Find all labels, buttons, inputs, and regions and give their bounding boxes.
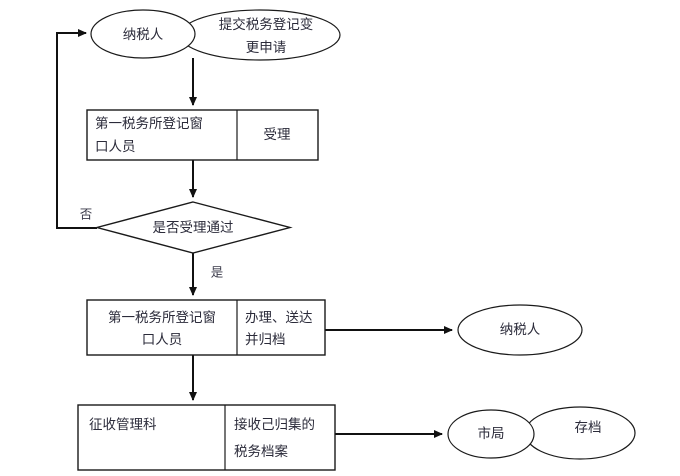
label-receive-archive-line2: 税务档案	[234, 443, 288, 460]
label-submit-request-line1: 提交税务登记变	[219, 16, 314, 33]
node-city-bureau	[447, 409, 535, 459]
label-office-staff-2-line2: 口人员	[142, 332, 183, 348]
label-accept-action: 受理	[264, 127, 291, 143]
label-office-staff-1-line2: 口人员	[95, 139, 136, 155]
label-handle-action-line2: 并归档	[245, 331, 286, 348]
label-city-bureau: 市局	[478, 425, 505, 442]
label-branch-yes: 是	[211, 265, 224, 280]
node-taxpayer-end	[457, 304, 583, 356]
label-submit-request-line2: 更申请	[246, 40, 287, 56]
label-taxpayer-end: 纳税人	[500, 322, 541, 338]
label-taxpayer-start: 纳税人	[123, 27, 164, 43]
node-collection-row	[77, 404, 336, 471]
node-staff1-row	[86, 109, 319, 161]
node-staff2-row	[86, 299, 326, 356]
node-taxpayer-start	[90, 9, 196, 59]
label-receive-archive-line1: 接收己归集的	[234, 416, 315, 433]
node-decision	[94, 201, 293, 254]
label-archive-store: 存档	[575, 420, 602, 436]
label-collection-dept: 征收管理科	[89, 417, 157, 433]
label-office-staff-1-line1: 第一税务所登记窗	[95, 115, 203, 132]
label-handle-action-line1: 办理、送达	[245, 310, 313, 326]
label-branch-no: 否	[80, 207, 93, 222]
label-decision: 是否受理通过	[153, 220, 234, 236]
label-office-staff-2-line1: 第一税务所登记窗	[108, 309, 216, 326]
connector-no-feedback-loop	[56, 29, 97, 229]
